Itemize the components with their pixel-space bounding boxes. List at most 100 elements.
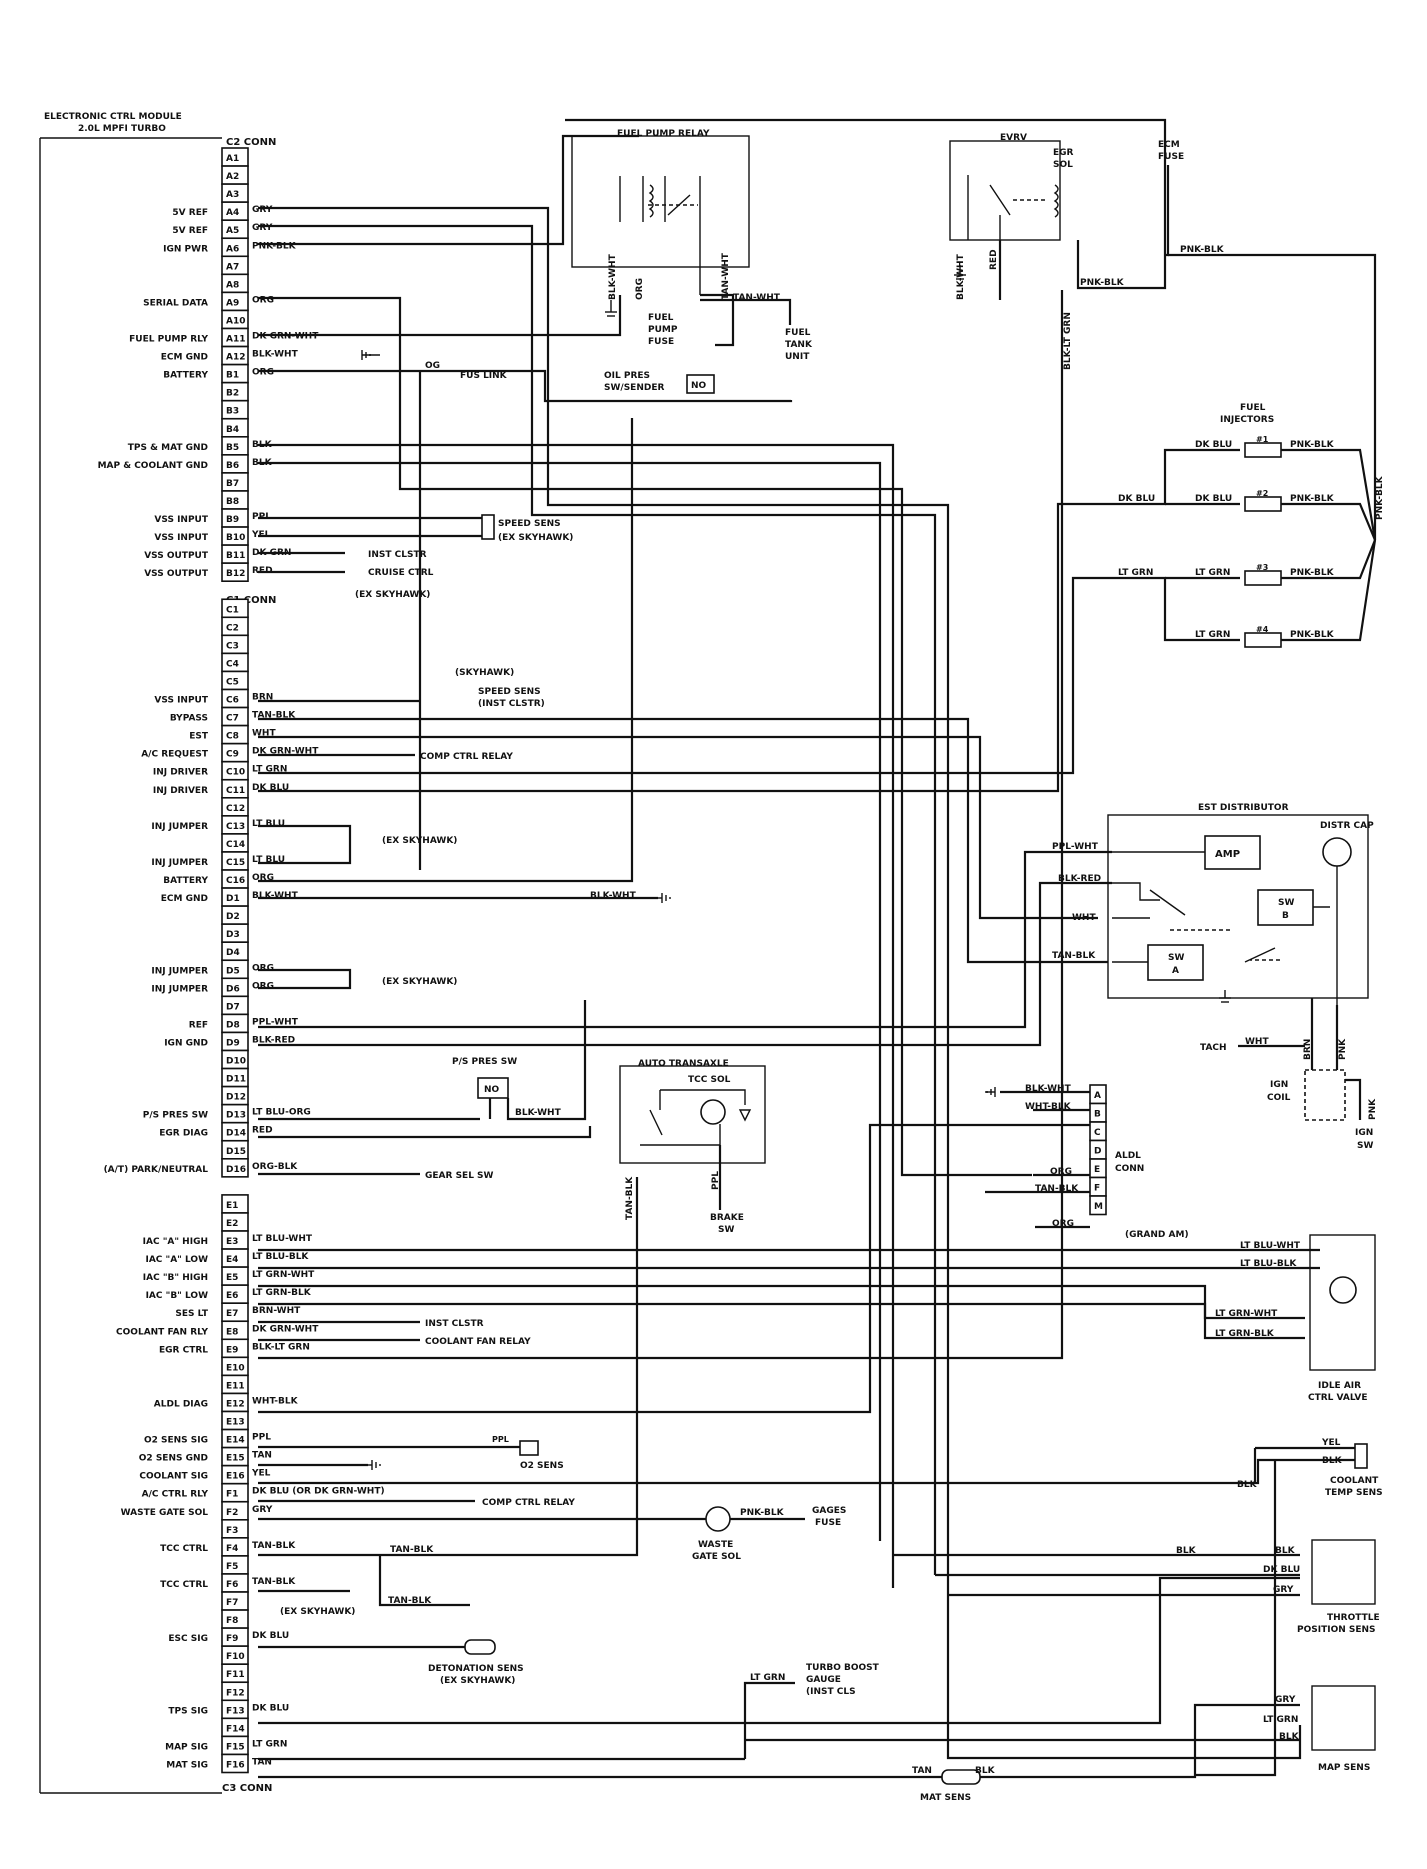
pin-label-c16: BATTERY [163, 876, 208, 886]
pin-label-a5: 5V REF [172, 226, 208, 236]
fuel-injectors-label-1: FUEL [1240, 403, 1266, 413]
pin-wire-c7: TAN-BLK [252, 711, 296, 721]
pin-id-d12: D12 [226, 1093, 246, 1103]
ign-sw-label-1: IGN [1355, 1128, 1373, 1138]
waste-gate-sol [705, 1506, 731, 1532]
aldl-pin-label-d: D [1094, 1147, 1101, 1157]
pin-id-d16: D16 [226, 1165, 246, 1175]
pin-label-b1: BATTERY [163, 371, 208, 381]
pin-id-f2: F2 [226, 1508, 238, 1518]
tps-blk-bus: BLK [1176, 1546, 1197, 1556]
tps-gry: GRY [1273, 1585, 1294, 1595]
pin-label-f4: TCC CTRL [160, 1544, 208, 1554]
pin-label-a12: ECM GND [161, 353, 208, 363]
wire-pnk-blk-evrv: PNK-BLK [1080, 278, 1125, 288]
coolant-gnd-blk: BLK [1237, 1480, 1258, 1490]
pin-label-c10: INJ DRIVER [153, 768, 208, 778]
pin-label-b6: MAP & COOLANT GND [98, 461, 208, 471]
aldl-pin-label-a: A [1094, 1091, 1101, 1101]
pin-id-f10: F10 [226, 1652, 245, 1662]
pin-id-c13: C13 [226, 822, 245, 832]
brake-sw-label-2: SW [718, 1225, 734, 1235]
pin-wire-c15: LT BLU [252, 855, 285, 865]
pin-id-a6: A6 [226, 244, 239, 254]
fuel-tank-label-3: UNIT [785, 352, 810, 362]
pin-label-f16: MAT SIG [166, 1760, 208, 1770]
pin-label-f9: ESC SIG [168, 1634, 208, 1644]
pin-id-b6: B6 [226, 461, 239, 471]
fuel-pump-fuse-label-3: FUSE [648, 337, 674, 347]
iac-lt-blu-blk: LT BLU-BLK [1240, 1259, 1297, 1269]
pin-label-e16: COOLANT SIG [139, 1472, 208, 1482]
amp-box [1204, 835, 1261, 870]
pin-id-c11: C11 [226, 786, 245, 796]
mat-sens [941, 1769, 981, 1785]
pin-wire-e3: LT BLU-WHT [252, 1234, 313, 1244]
pin-id-b8: B8 [226, 497, 239, 507]
pin-label-b9: VSS INPUT [154, 515, 208, 525]
pin-wire-e16: YEL [251, 1469, 271, 1479]
cruise-ctrl-label: CRUISE CTRL [368, 568, 434, 578]
pin-id-a3: A3 [226, 190, 239, 200]
pin-id-a2: A2 [226, 172, 239, 182]
egr-sol-label-1: EGR [1053, 148, 1074, 158]
inj2-wire-out: PNK-BLK [1290, 494, 1335, 504]
throttle-pos-label-1: THROTTLE [1327, 1613, 1380, 1623]
pin-wire-f6: TAN-BLK [252, 1577, 296, 1587]
pin-id-b1: B1 [226, 371, 239, 381]
inj4-wire-in: LT GRN [1195, 630, 1230, 640]
est-distributor-label: EST DISTRIBUTOR [1198, 803, 1289, 813]
pin-wire-c10: LT GRN [252, 765, 287, 775]
ign-coil [1304, 1069, 1346, 1121]
pin-id-d7: D7 [226, 1002, 240, 1012]
pin-label-e3: IAC "A" HIGH [143, 1237, 208, 1247]
pin-id-c6: C6 [226, 696, 239, 706]
pin-id-f13: F13 [226, 1706, 245, 1716]
pin-id-f5: F5 [226, 1562, 238, 1572]
pin-wire-a6: PNK-BLK [252, 241, 297, 251]
wire-pnk-blk-fuse: PNK-BLK [1180, 245, 1225, 255]
tps-dk-blu: DK BLU [1263, 1565, 1300, 1575]
pin-id-e7: E7 [226, 1309, 238, 1319]
pin-label-e12: ALDL DIAG [154, 1399, 208, 1409]
o2-ppl: PPL [492, 1435, 509, 1444]
pin-label-f15: MAP SIG [165, 1742, 208, 1752]
iac-lt-grn-blk: LT GRN-BLK [1215, 1329, 1275, 1339]
pin-id-e9: E9 [226, 1345, 238, 1355]
o2-sens-label: O2 SENS [520, 1461, 564, 1471]
pin-id-e3: E3 [226, 1237, 238, 1247]
pin-id-a1: A1 [226, 154, 239, 164]
wire-blk-wht-evrv: BLK-WHT [956, 253, 966, 300]
mat-sens-label: MAT SENS [920, 1793, 971, 1803]
pin-id-c1: C1 [226, 605, 239, 615]
tach-label: TACH [1200, 1043, 1227, 1053]
map-gry: GRY [1275, 1695, 1296, 1705]
turbo-boost-label-2: GAUGE [806, 1675, 841, 1685]
speed-sens-connector [481, 514, 495, 540]
aldl-pin-label-f: F [1094, 1184, 1100, 1194]
pin-label-b5: TPS & MAT GND [128, 443, 208, 453]
pin-wire-f2: GRY [252, 1505, 273, 1515]
pin-wire-a9: ORG [252, 295, 274, 305]
pin-id-f7: F7 [226, 1598, 238, 1608]
pin-id-f12: F12 [226, 1688, 245, 1698]
aldl-pin-label-m: M [1094, 1202, 1103, 1212]
waste-gate-pnk-blk: PNK-BLK [740, 1508, 785, 1518]
pin-cell-f16 [221, 1753, 249, 1774]
pin-label-c6: VSS INPUT [154, 696, 208, 706]
pin-wire-e9: BLK-LT GRN [252, 1342, 310, 1352]
evrv-box [949, 140, 1061, 241]
mat-blk: BLK [975, 1766, 996, 1776]
gages-fuse-label-1: GAGES [812, 1506, 846, 1516]
pin-id-d13: D13 [226, 1111, 246, 1121]
coolant-blk: BLK [1322, 1456, 1343, 1466]
c2-conn-label: C2 CONN [226, 137, 276, 148]
ign-coil-label-1: IGN [1270, 1080, 1288, 1090]
pin-label-f2: WASTE GATE SOL [121, 1508, 209, 1518]
pin-wire-d8: PPL-WHT [252, 1017, 299, 1027]
pin-id-b2: B2 [226, 389, 239, 399]
pin-label-e9: EGR CTRL [159, 1345, 208, 1355]
pin-id-c9: C9 [226, 750, 239, 760]
pin-id-d15: D15 [226, 1147, 246, 1157]
pin-id-c4: C4 [226, 659, 239, 669]
